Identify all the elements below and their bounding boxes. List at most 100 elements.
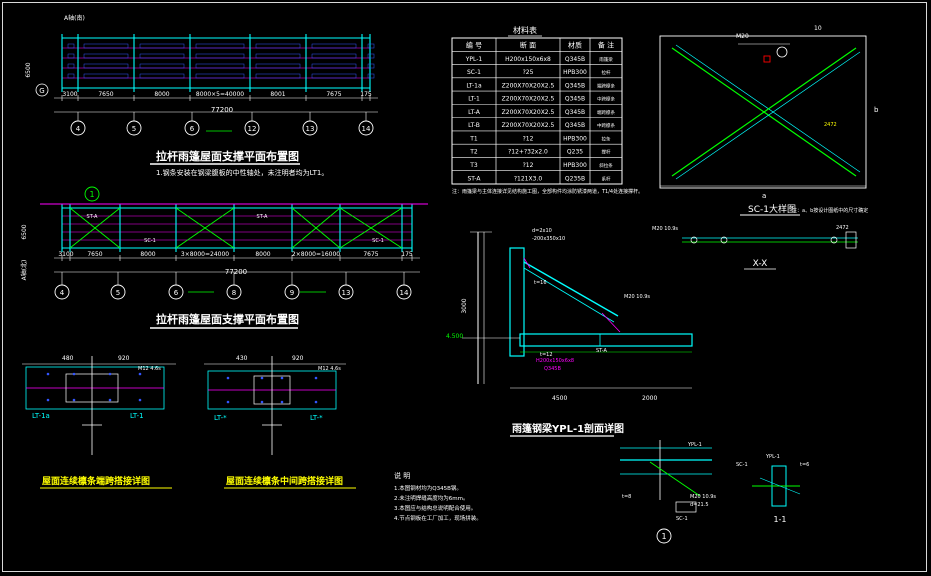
materials-cell-4-3: Q345B — [565, 96, 585, 103]
plan-bottom-side-label: A轴(北) — [20, 260, 28, 281]
xx-section: M20 10.9s 2472 X-X — [652, 225, 858, 270]
section-ann-5: M20 10.9s — [624, 294, 650, 300]
section-beam: H200x150x6x8 — [536, 358, 574, 364]
bolt — [226, 376, 230, 380]
plan-top-side-axis-bubble — [35, 83, 49, 97]
plan-bottom-axis-bubble — [226, 284, 242, 300]
materials-cell-5-4: 端跨檩条 — [597, 109, 615, 116]
materials-cell-2-4: 拉杆 — [602, 69, 611, 76]
plan-top-purlin-mark — [67, 63, 75, 69]
section-ann-3: t=16 — [534, 280, 547, 286]
plan-bottom-axis-bubble — [168, 284, 184, 300]
plan-top-purlin-mark — [195, 43, 245, 49]
plan-top-purlin-mark — [83, 53, 129, 59]
node1-label-5: d=21.5 — [690, 502, 709, 508]
plan-top-purlin-mark — [83, 43, 129, 49]
detail-end-label-2: LT-1 — [130, 412, 144, 420]
xx-title: X-X — [753, 259, 768, 269]
plan-top-purlin-mark — [83, 63, 129, 69]
plan-top-dim-2: 7650 — [98, 91, 113, 98]
node1-label-2: t=8 — [622, 494, 631, 500]
bolt — [314, 400, 318, 404]
plan-top-purlin-mark — [139, 43, 185, 49]
materials-header-3: 材质 — [568, 41, 582, 50]
section-ann-4: t=12 — [540, 352, 553, 358]
bolt — [226, 400, 230, 404]
materials-cell-6-1: LT-B — [468, 122, 480, 129]
plan-top-purlin-mark — [311, 43, 357, 49]
node1-label-1: YPL-1 — [687, 442, 702, 448]
materials-footnote: 注：雨篷梁与主体连接详见结构施工图，全部构件均涂防锈漆两道，T1/4处连接撑杆。 — [452, 188, 643, 195]
node11-title: 1-1 — [773, 515, 786, 524]
plan-top-axis-bubble — [126, 120, 142, 136]
materials-cell-7-3: HPB300 — [563, 135, 587, 142]
detail-mid-dim-1: 430 — [236, 355, 248, 362]
plan-bottom-axis-5: 5 — [116, 289, 120, 297]
plan-bottom-brace — [291, 207, 341, 249]
sc-detail-title: SC-1大样图 — [748, 203, 796, 215]
plan-top-purlin-mark — [367, 53, 375, 59]
plan-top-side-axis: G — [39, 87, 44, 95]
sc-dim-a: a — [762, 192, 766, 200]
plan-top-purlin-mark — [367, 73, 375, 79]
plan-top-purlin-mark — [311, 53, 357, 59]
plan-top-axis-12: 12 — [248, 125, 257, 133]
bolt — [46, 398, 50, 402]
plan-top-axis-14: 14 — [362, 125, 371, 133]
plan-bottom-total-dim: 77200 — [225, 268, 247, 276]
detail-end-dim-2: 920 — [118, 355, 130, 362]
plan-bottom-dim-7: 7675 — [363, 251, 378, 258]
plan-top-dim-7: 175 — [360, 91, 372, 98]
sc-detail: a b 10 M20 2472 SC-1大样图 注：a、b按设计图纸中的尺寸确定 — [659, 25, 879, 216]
beam-section: 4500 2000 4.500 3000 H200x150x6x8 Q345B … — [446, 228, 693, 437]
materials-cell-9-4: 斜拉条 — [599, 162, 613, 169]
materials-cell-6-2: Z200X70X20X2.5 — [502, 122, 555, 129]
node1-marker: 1 — [661, 532, 666, 541]
materials-cell-9-2: ?12 — [523, 162, 534, 169]
materials-cell-8-3: Q235 — [567, 149, 583, 156]
materials-cell-1-1: YPL-1 — [465, 56, 483, 63]
plan-top-purlin-mark — [311, 63, 357, 69]
node-1: YPL-1 t=8 SC-1 M20 10.9s d=21.5 1 — [620, 440, 716, 544]
plan-top-dim-6: 7675 — [326, 91, 341, 98]
bolt — [138, 372, 142, 376]
plan-top-purlin-mark — [83, 73, 129, 79]
materials-cell-1-4: 雨篷梁 — [599, 56, 613, 63]
materials-cell-3-3: Q345B — [565, 82, 585, 89]
materials-cell-8-1: T2 — [469, 149, 478, 156]
plan-top-purlin-mark — [367, 43, 375, 49]
materials-cell-6-3: Q345B — [565, 122, 585, 129]
materials-cell-2-1: SC-1 — [467, 69, 481, 76]
materials-cell-3-1: LT-1a — [466, 82, 482, 89]
plan-top-purlin-mark — [255, 73, 301, 79]
plan-top-note: 1.钢条安装在钢梁腹板的中性轴处，未注明者均为LT1。 — [156, 168, 328, 177]
plan-top-purlin-mark — [67, 53, 75, 59]
section-st-label: ST-A — [596, 348, 607, 354]
detail-mid-label-2: LT-* — [310, 414, 323, 422]
plan-bottom-tag-2: SC-1 — [144, 238, 156, 244]
plan-bottom-axis-9: 9 — [290, 289, 294, 297]
node1-label-4: M20 10.9s — [690, 494, 716, 500]
plan-top-axis-bubble — [358, 120, 374, 136]
plan-bottom-dim-6: 2×8000=16000 — [292, 251, 340, 258]
plan-top-framing — [61, 34, 375, 92]
node1-marker-bubble — [656, 528, 672, 544]
sc-edge-label: 10 — [814, 25, 822, 32]
detail-end-bolt-label: M12 4.6s — [138, 366, 161, 372]
bolt — [138, 398, 142, 402]
materials-cell-9-1: T3 — [469, 162, 478, 169]
plan-top-side-dim: 6500 — [25, 62, 32, 77]
plan-top-purlin-mark — [139, 73, 185, 79]
plan-top-axis-bubble — [70, 120, 86, 136]
bolt — [108, 372, 112, 376]
plan-bottom-marker-bubble — [84, 186, 100, 202]
plan-bottom-dim-3: 8000 — [140, 251, 155, 258]
plan-top-axis-bubble — [244, 120, 260, 136]
materials-cell-1-3: Q345B — [565, 56, 585, 63]
bolt — [72, 398, 76, 402]
section-ann-1: d=2x10 — [532, 228, 552, 234]
